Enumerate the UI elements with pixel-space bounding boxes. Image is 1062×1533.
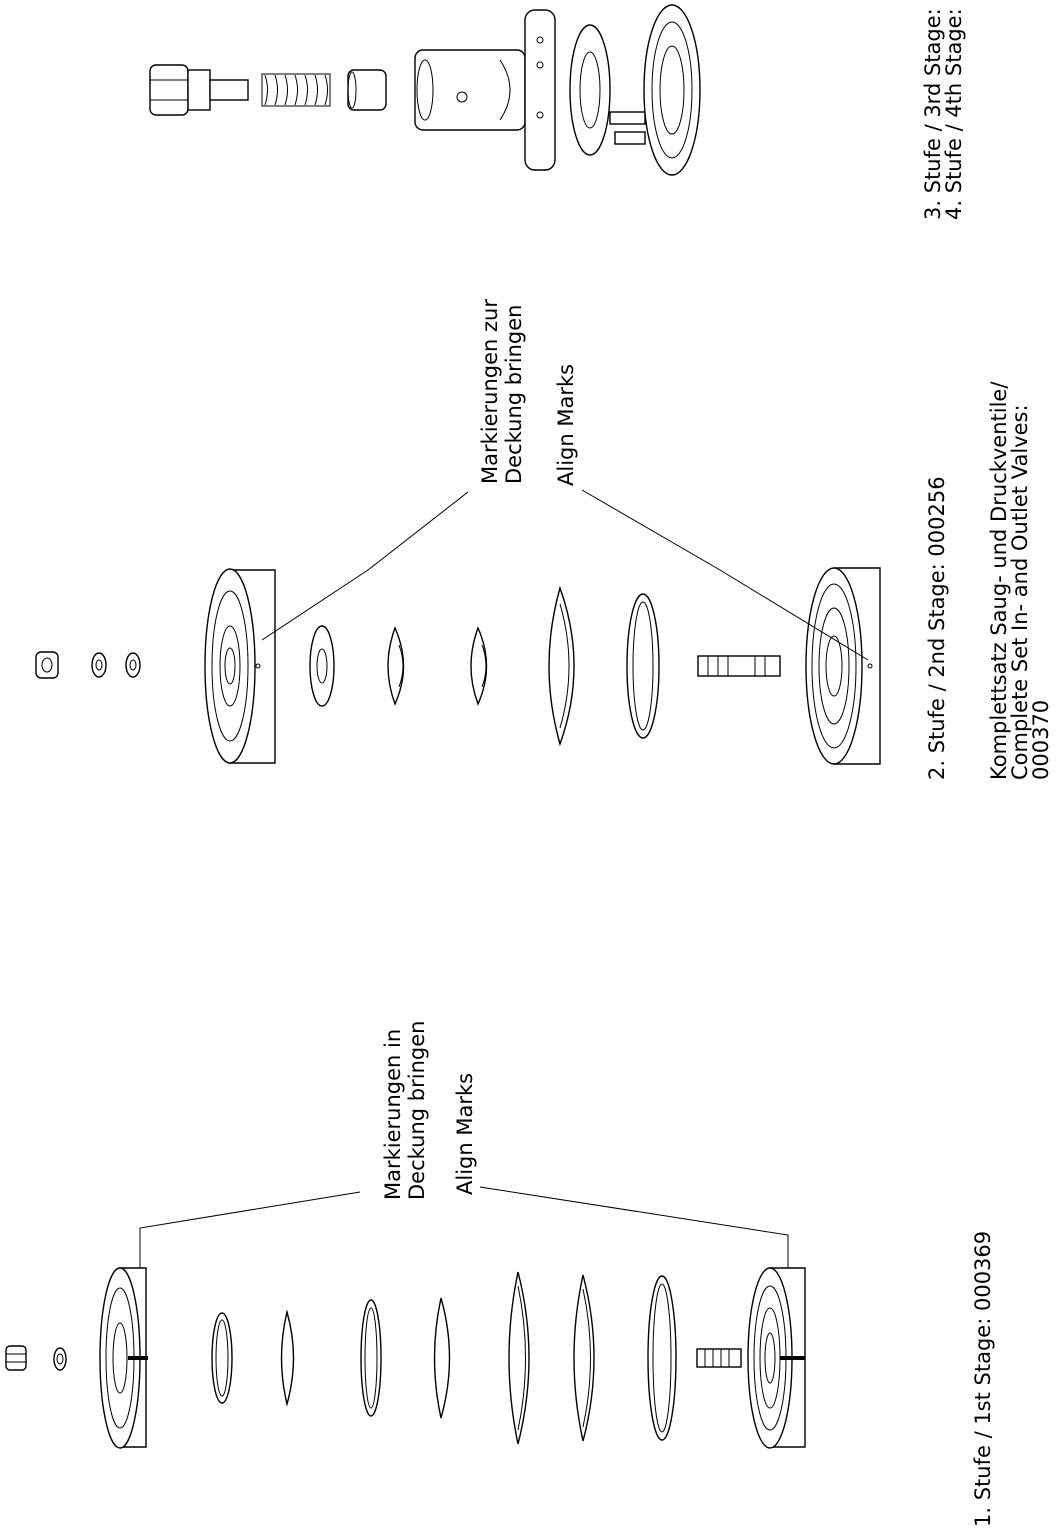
stage1-align-marks-de-line1: Markierungen in [381,1029,405,1200]
stage2-washer-1 [91,652,107,678]
stage34-plug-screw [149,64,249,116]
stage2-align-marks-en: Align Marks [554,364,578,486]
stage34-assembly [149,4,701,176]
stage2-spring-dish-3 [548,585,575,747]
stage2-align-marks-de-line1: Markierungen zur [478,299,502,484]
stage1-nut [5,1345,27,1371]
stage2-nut [35,651,59,679]
stage1-align-marks-en: Align Marks [453,1073,477,1195]
stage2-plate-ring-2 [626,593,660,739]
stage34-valve-plate [643,4,701,176]
complete-set-label-line1: Komplettsatz Saug- und Druckventile/ [987,381,1011,780]
stage1-valve-body [747,1267,806,1449]
stage1-assembly [5,1267,806,1449]
stage34-valve-body [414,9,556,171]
stage34-label-line1: 3. Stufe / 3rd Stage: [921,8,945,220]
stage2-valve-body [805,567,881,765]
stage1-plate-ring-1 [211,1312,233,1404]
stage1-spring-dish-1 [280,1309,295,1407]
stage2-label: 2. Stufe / 2nd Stage: 000256 [925,476,949,780]
stage34-plate-ring [569,24,611,156]
stage34-label-line2: 4. Stufe / 4th Stage: [942,8,966,220]
stage1-spring-dish-4 [573,1274,595,1442]
stage1-plate-ring-3 [647,1275,677,1441]
complete-set-label-line2: Complete Set In- and Outlet Valves: [1008,404,1032,780]
stage1-align-marks-de-line2: Deckung bringen [405,1021,429,1200]
stage1-valve-seat-plate [99,1267,148,1449]
stage34-screws [609,111,646,145]
stage2-align-marks-de-line2: Deckung bringen [502,305,526,484]
stage2-spring-dish-1 [387,626,405,706]
stage1-spring-dish-2 [433,1297,451,1419]
stage2-valve-seat-plate [204,568,276,764]
complete-set-label-line3: 000370 [1029,700,1053,780]
stage1-spring-dish-3 [508,1271,530,1445]
stage2-spring-dish-2 [470,626,488,706]
stage2-washer-2 [125,652,141,678]
stage1-plate-ring-2 [360,1299,382,1417]
stage2-assembly [35,567,881,765]
stage1-stud-bolt [696,1348,742,1368]
stage1-align-leader-lines [139,1186,789,1268]
stage1-label: 1. Stufe / 1st Stage: 000369 [971,1231,995,1527]
stage1-washer [53,1347,67,1371]
stage34-sleeve [347,69,387,111]
stage2-stud-bolt [697,655,781,677]
stage34-spring [261,73,331,107]
stage2-align-leader-lines [261,489,869,661]
stage2-plate-ring [309,625,335,707]
